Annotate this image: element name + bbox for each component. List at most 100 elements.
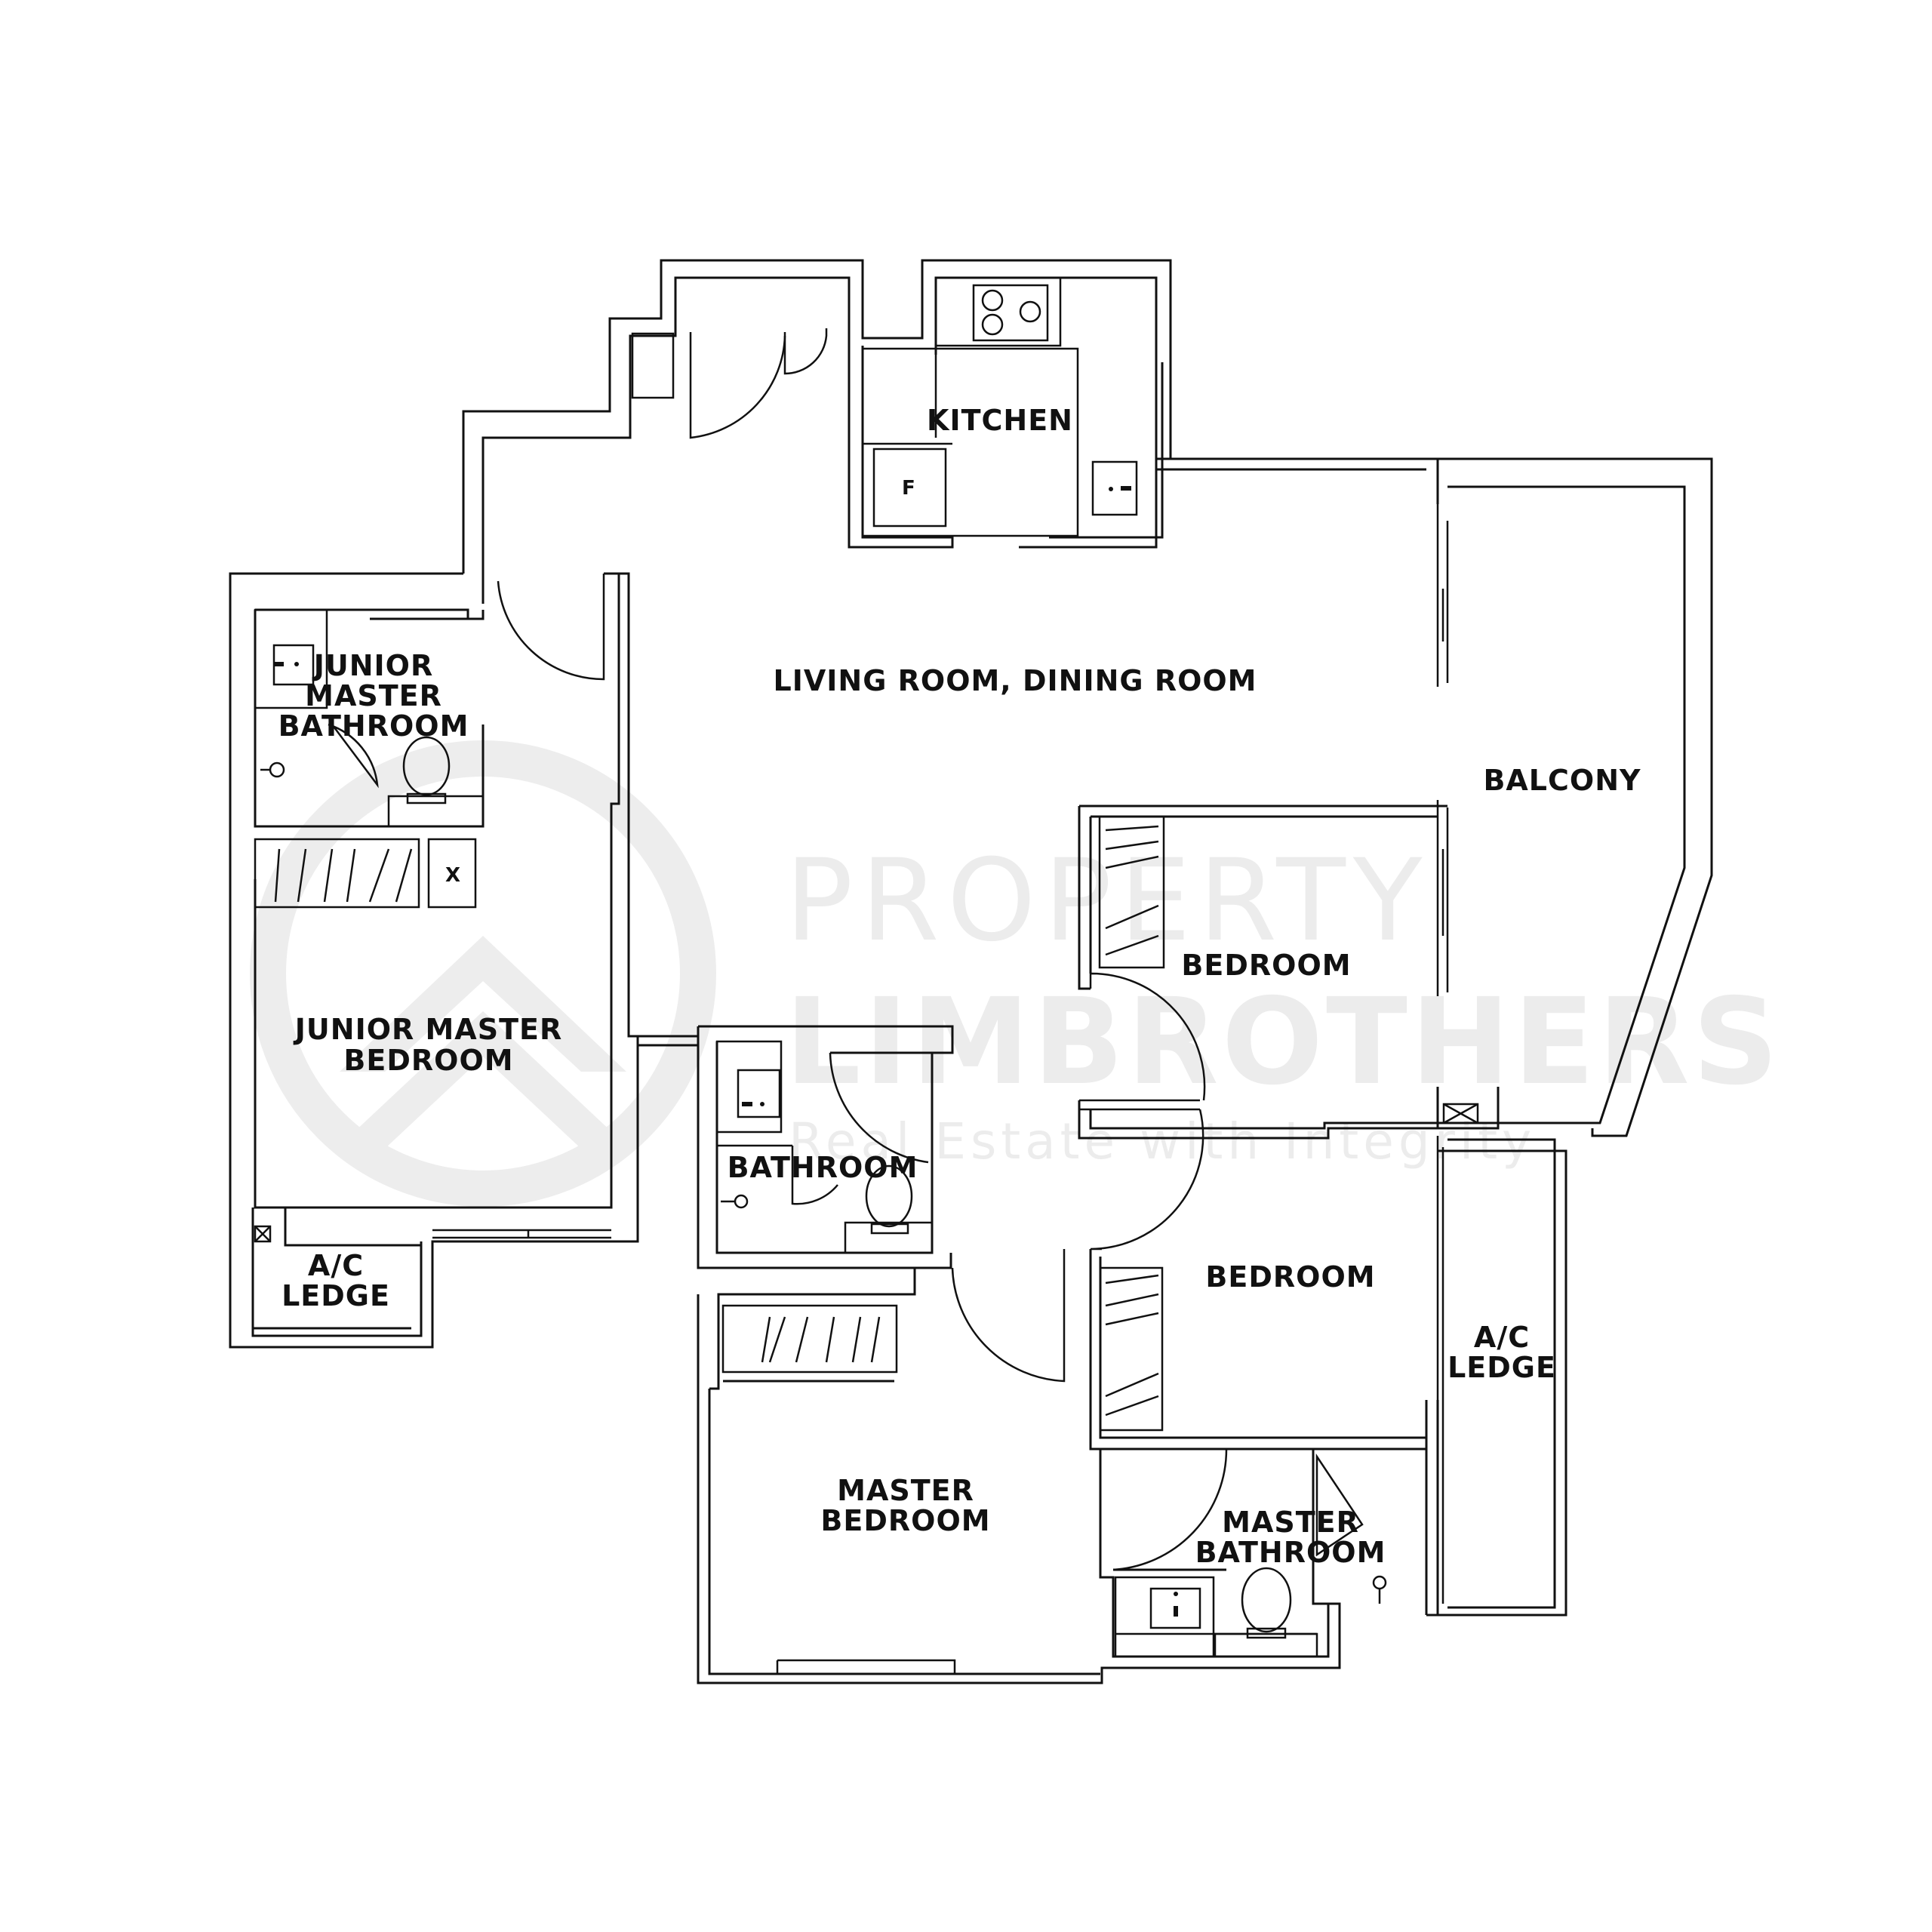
label-master-bed-2: BEDROOM [820, 1504, 990, 1537]
master-bath-toilet-bowl [1241, 1567, 1292, 1633]
kitchen-counter [861, 347, 1079, 537]
kitchen-stove-counter [934, 276, 1062, 347]
label-master-bed-1: MASTER [837, 1474, 974, 1507]
label-ac-left-1: A/C [308, 1249, 364, 1282]
entry-door [689, 332, 786, 439]
label-master-bath-1: MASTER [1222, 1506, 1359, 1539]
master-bath-tap [1174, 1606, 1178, 1617]
bath-sink-drain [760, 1102, 764, 1106]
bedroom2-door [1090, 1109, 1204, 1251]
watermark-line1: PROPERTY [785, 835, 1430, 967]
jm-bath-tap [273, 662, 284, 666]
wall-jm-bath-door [370, 610, 485, 620]
label-balcony: BALCONY [1483, 764, 1641, 797]
jm-toilet-tank [406, 792, 447, 804]
wall-balcony-outer [1438, 457, 1713, 1137]
ac-unit-right-cross [1443, 1103, 1478, 1124]
jm-wardrobe-lines [274, 848, 413, 903]
room-labels: KITCHEN LIVING ROOM, DINING ROOM BALCONY… [278, 404, 1641, 1569]
label-kitchen: KITCHEN [927, 404, 1073, 437]
wall-jm-north [229, 572, 639, 1349]
label-bedroom-2: BEDROOM [1205, 1260, 1375, 1294]
master-bath-inner-door [1315, 1453, 1364, 1557]
bedroom1-door [1089, 972, 1206, 1101]
watermark-line2: LIMBROTHERS [785, 973, 1782, 1112]
master-bath-vanity [1114, 1576, 1215, 1658]
master-bath-toilet-tank [1246, 1627, 1287, 1639]
jm-bath-door [328, 723, 379, 789]
label-ac-right-1: A/C [1474, 1321, 1530, 1354]
cooktop-burner-3 [981, 313, 1004, 336]
service-shaft [631, 332, 675, 399]
bath-sink-tap [742, 1102, 752, 1106]
label-jm-bath-2: MASTER [305, 679, 442, 712]
master-window-south [776, 1659, 956, 1674]
walls [229, 259, 1713, 1684]
wall-entry-north-inner [481, 276, 851, 574]
watermark-logo-roof [350, 1011, 616, 1160]
cooktop-burner-1 [981, 289, 1004, 312]
balcony-sliding-door-upper [1436, 504, 1449, 687]
jm-bedroom-door [497, 574, 605, 681]
label-jm-bed-1: JUNIOR MASTER [293, 1013, 562, 1046]
bed1-window-lower [1079, 1099, 1200, 1111]
fixtures: F X [254, 284, 1479, 1639]
doors [328, 328, 1364, 1571]
wall-living-north [1156, 457, 1439, 504]
master-bath-shower-head [1372, 1575, 1387, 1590]
label-bathroom: BATHROOM [728, 1151, 918, 1184]
label-master-bath-2: BATHROOM [1195, 1536, 1386, 1569]
wall-ac-right [1438, 1087, 1567, 1617]
label-jm-bed-2: BEDROOM [343, 1044, 513, 1077]
master-bath-sink [1149, 1587, 1201, 1629]
master-wardrobe-lines [761, 1316, 881, 1363]
master-window-west [697, 1389, 711, 1674]
ac-unit-right [1442, 1103, 1479, 1124]
wall-kitchen-east [1019, 362, 1172, 549]
entry-door-small [783, 328, 828, 375]
ac-unit-left [254, 1225, 272, 1243]
jm-window [432, 1229, 611, 1239]
jm-bath-vanity [254, 608, 328, 709]
cooktop-burner-2 [1019, 300, 1041, 323]
fridge-label: F [902, 477, 915, 500]
bathroom-door [829, 1052, 929, 1164]
kitchen-sink [1091, 460, 1138, 516]
fridge [872, 448, 947, 528]
bed1-wardrobe-lines [1105, 825, 1159, 956]
master-wardrobe [721, 1304, 898, 1374]
label-ac-left-2: LEDGE [281, 1279, 390, 1312]
jm-shower-head [269, 761, 285, 778]
kitchen-sink-tap [1121, 486, 1131, 491]
kitchen-sink-drain [1109, 487, 1113, 491]
cooktop [972, 284, 1049, 342]
bed2-wardrobe [1099, 1266, 1164, 1432]
jm-bath-drain [294, 662, 299, 666]
jm-bath-wc-base [387, 795, 485, 828]
bath-toilet-bowl [865, 1164, 913, 1228]
bath-toilet-tank [870, 1223, 909, 1235]
master-bath-door [1112, 1448, 1228, 1571]
wall-ac-left [251, 1208, 423, 1337]
watermark-logo-house [340, 936, 626, 1072]
label-jm-bath-1: JUNIOR [312, 649, 434, 682]
master-bath-wc-base [1214, 1632, 1318, 1658]
bath-inner-door [791, 1146, 838, 1205]
master-bed-door [951, 1249, 1066, 1383]
wall-bed2 [1089, 1249, 1439, 1615]
jm-cabinet-label: X [445, 864, 460, 887]
bath-vanity [715, 1040, 783, 1134]
balcony-sliding-door-lower [1436, 800, 1449, 996]
label-bedroom-1: BEDROOM [1181, 949, 1351, 982]
bed1-wardrobe [1098, 815, 1165, 969]
label-living-dining: LIVING ROOM, DINING ROOM [774, 664, 1257, 697]
bed2-wardrobe-lines [1105, 1274, 1159, 1417]
jm-cabinet [427, 838, 477, 909]
jm-wardrobe [254, 838, 420, 909]
bath-shower-head [734, 1194, 749, 1209]
label-ac-right-2: LEDGE [1447, 1351, 1556, 1384]
master-bath-drain [1174, 1592, 1178, 1596]
wall-kitchen-west [848, 328, 954, 549]
